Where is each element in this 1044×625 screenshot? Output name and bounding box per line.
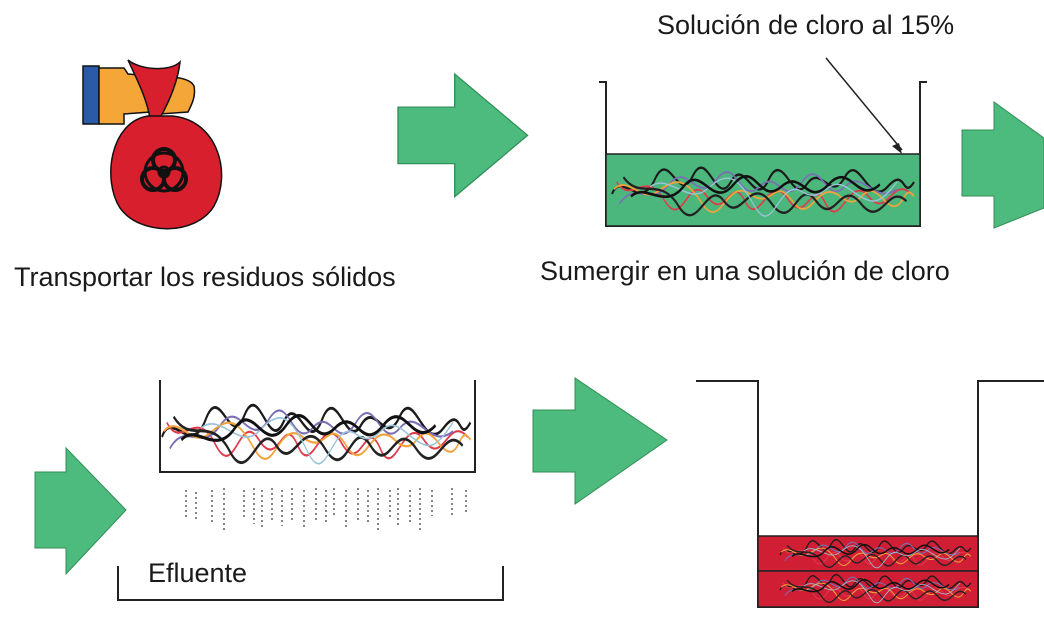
flow-arrow-4 — [532, 377, 668, 505]
chlorine-solution-label: Solución de cloro al 15% — [657, 10, 955, 40]
pointer-arrowhead — [892, 143, 902, 154]
effluent-bracket — [117, 566, 504, 601]
effluent-label: Efluente — [148, 558, 248, 588]
biohazard-bag-icon — [82, 59, 223, 230]
flow-arrow-3 — [34, 446, 127, 576]
drained-container — [117, 380, 504, 601]
transport-step-label: Transportar los residuos sólidos — [14, 262, 396, 292]
pointer-line — [825, 57, 903, 151]
flow-arrow-2 — [961, 101, 1044, 229]
disposal-pit — [696, 380, 1044, 608]
flow-arrow-1 — [397, 73, 529, 198]
effluent-drips — [185, 488, 467, 532]
chlorine-tank — [599, 57, 927, 227]
waste-tangle-2 — [160, 403, 473, 466]
submerge-step-label: Sumergir en una solución de cloro — [540, 256, 950, 286]
